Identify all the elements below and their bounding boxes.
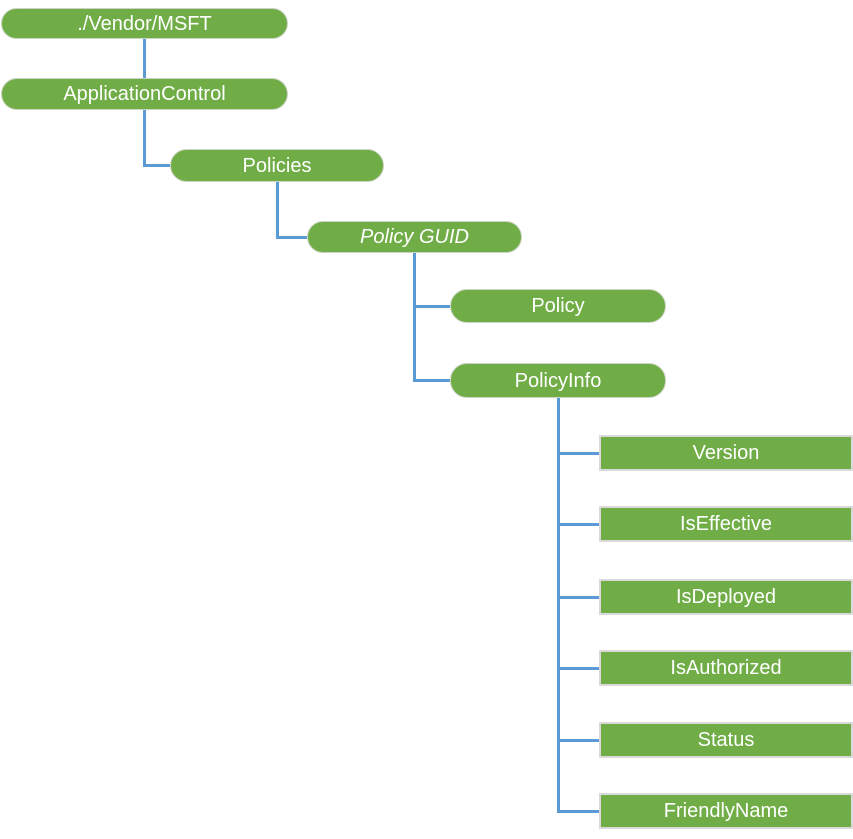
connector-line xyxy=(556,595,599,599)
connector-line xyxy=(143,164,170,167)
tree-node-is-effective: IsEffective xyxy=(599,506,853,542)
tree-node-is-authorized: IsAuthorized xyxy=(599,650,853,686)
connector-line xyxy=(143,39,146,78)
tree-node-policy-info: PolicyInfo xyxy=(450,363,666,398)
tree-node-label: PolicyInfo xyxy=(514,369,602,392)
connector-line xyxy=(556,451,599,455)
connector-line xyxy=(275,236,307,239)
tree-node-label: FriendlyName xyxy=(663,800,789,822)
tree-node-version: Version xyxy=(599,435,853,471)
tree-node-label: Policy xyxy=(531,295,585,317)
tree-node-application-control: ApplicationControl xyxy=(1,78,288,110)
connector-line xyxy=(143,110,146,167)
tree-node-policy: Policy xyxy=(450,289,666,323)
tree-node-label: ApplicationControl xyxy=(63,83,226,105)
connector-line xyxy=(556,666,599,670)
tree-node-policy-guid: Policy GUID xyxy=(307,221,522,253)
tree-node-label: IsDeployed xyxy=(675,586,777,608)
tree-node-vendor-msft: ./Vendor/MSFT xyxy=(1,8,288,39)
connector-line xyxy=(413,379,450,382)
tree-node-label: IsAuthorized xyxy=(670,657,782,679)
tree-node-label: Status xyxy=(697,729,755,751)
connector-line xyxy=(413,253,416,382)
connector-line xyxy=(275,182,279,239)
tree-node-label: ./Vendor/MSFT xyxy=(77,12,212,35)
tree-node-status: Status xyxy=(599,722,853,758)
connector-line xyxy=(556,522,599,526)
tree-node-label: IsEffective xyxy=(680,513,772,535)
connector-line xyxy=(413,304,450,308)
connector-line xyxy=(556,398,560,813)
tree-node-friendly-name: FriendlyName xyxy=(599,793,853,829)
connector-line xyxy=(556,809,599,813)
tree-node-label: Version xyxy=(692,442,760,464)
tree-node-policies: Policies xyxy=(170,149,384,182)
connector-line xyxy=(556,738,599,742)
tree-node-is-deployed: IsDeployed xyxy=(599,579,853,615)
tree-node-label: Policy GUID xyxy=(360,226,469,248)
tree-node-label: Policies xyxy=(242,154,312,177)
